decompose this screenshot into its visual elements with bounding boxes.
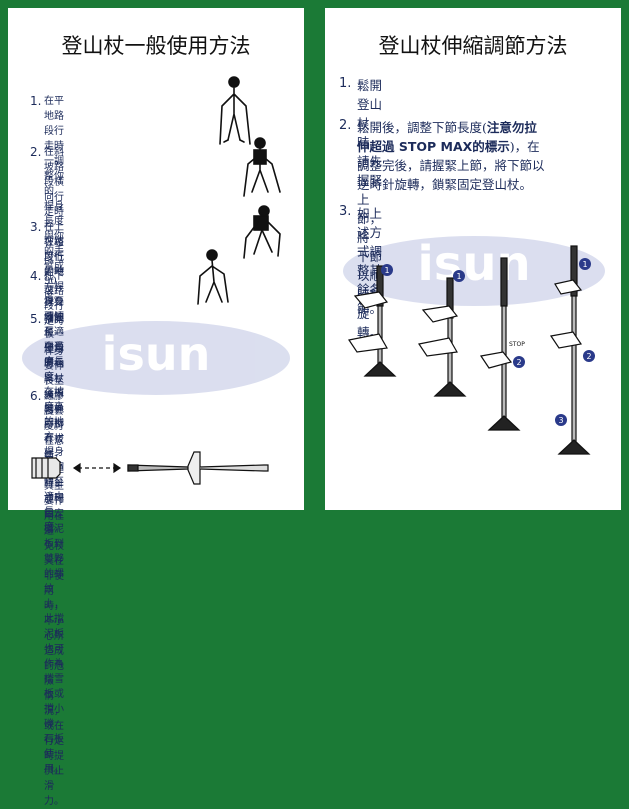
hiker-flat-illustration: [219, 76, 251, 145]
svg-text:3: 3: [558, 416, 563, 425]
svg-text:1: 1: [582, 260, 587, 269]
left-card-title: 登山杖一般使用方法: [61, 34, 251, 58]
pole-adjust-diagram: 1 1 1 2 2 3 STOP: [348, 245, 595, 455]
left-instruction-card: 登山杖一般使用方法 isun 1. 在平地路段行走時一調整你的 桿身長度與你的手…: [8, 8, 304, 807]
stop-max-warning: 注意勿拉 伸超過 STOP MAX的標示: [357, 120, 537, 154]
svg-text:2: 2: [586, 352, 591, 361]
right-instruction-card: 登山杖伸縮調節方法 isun 1. 鬆開登山杖時，請先握緊上節，將 下節以順時針…: [325, 8, 621, 510]
svg-text:1: 1: [456, 272, 461, 281]
stop-label: STOP: [509, 341, 525, 348]
svg-text:2: 2: [516, 358, 521, 367]
hiker-uphill-illustration: [243, 205, 281, 259]
rubber-tip-diagram: [31, 451, 269, 485]
right-card-title: 登山杖伸縮調節方法: [378, 34, 568, 58]
hiker-slope-illustration: [243, 137, 281, 197]
svg-text:1: 1: [384, 266, 389, 275]
isun-watermark: isun: [22, 321, 290, 395]
hiker-downhill-illustration: [197, 249, 229, 305]
